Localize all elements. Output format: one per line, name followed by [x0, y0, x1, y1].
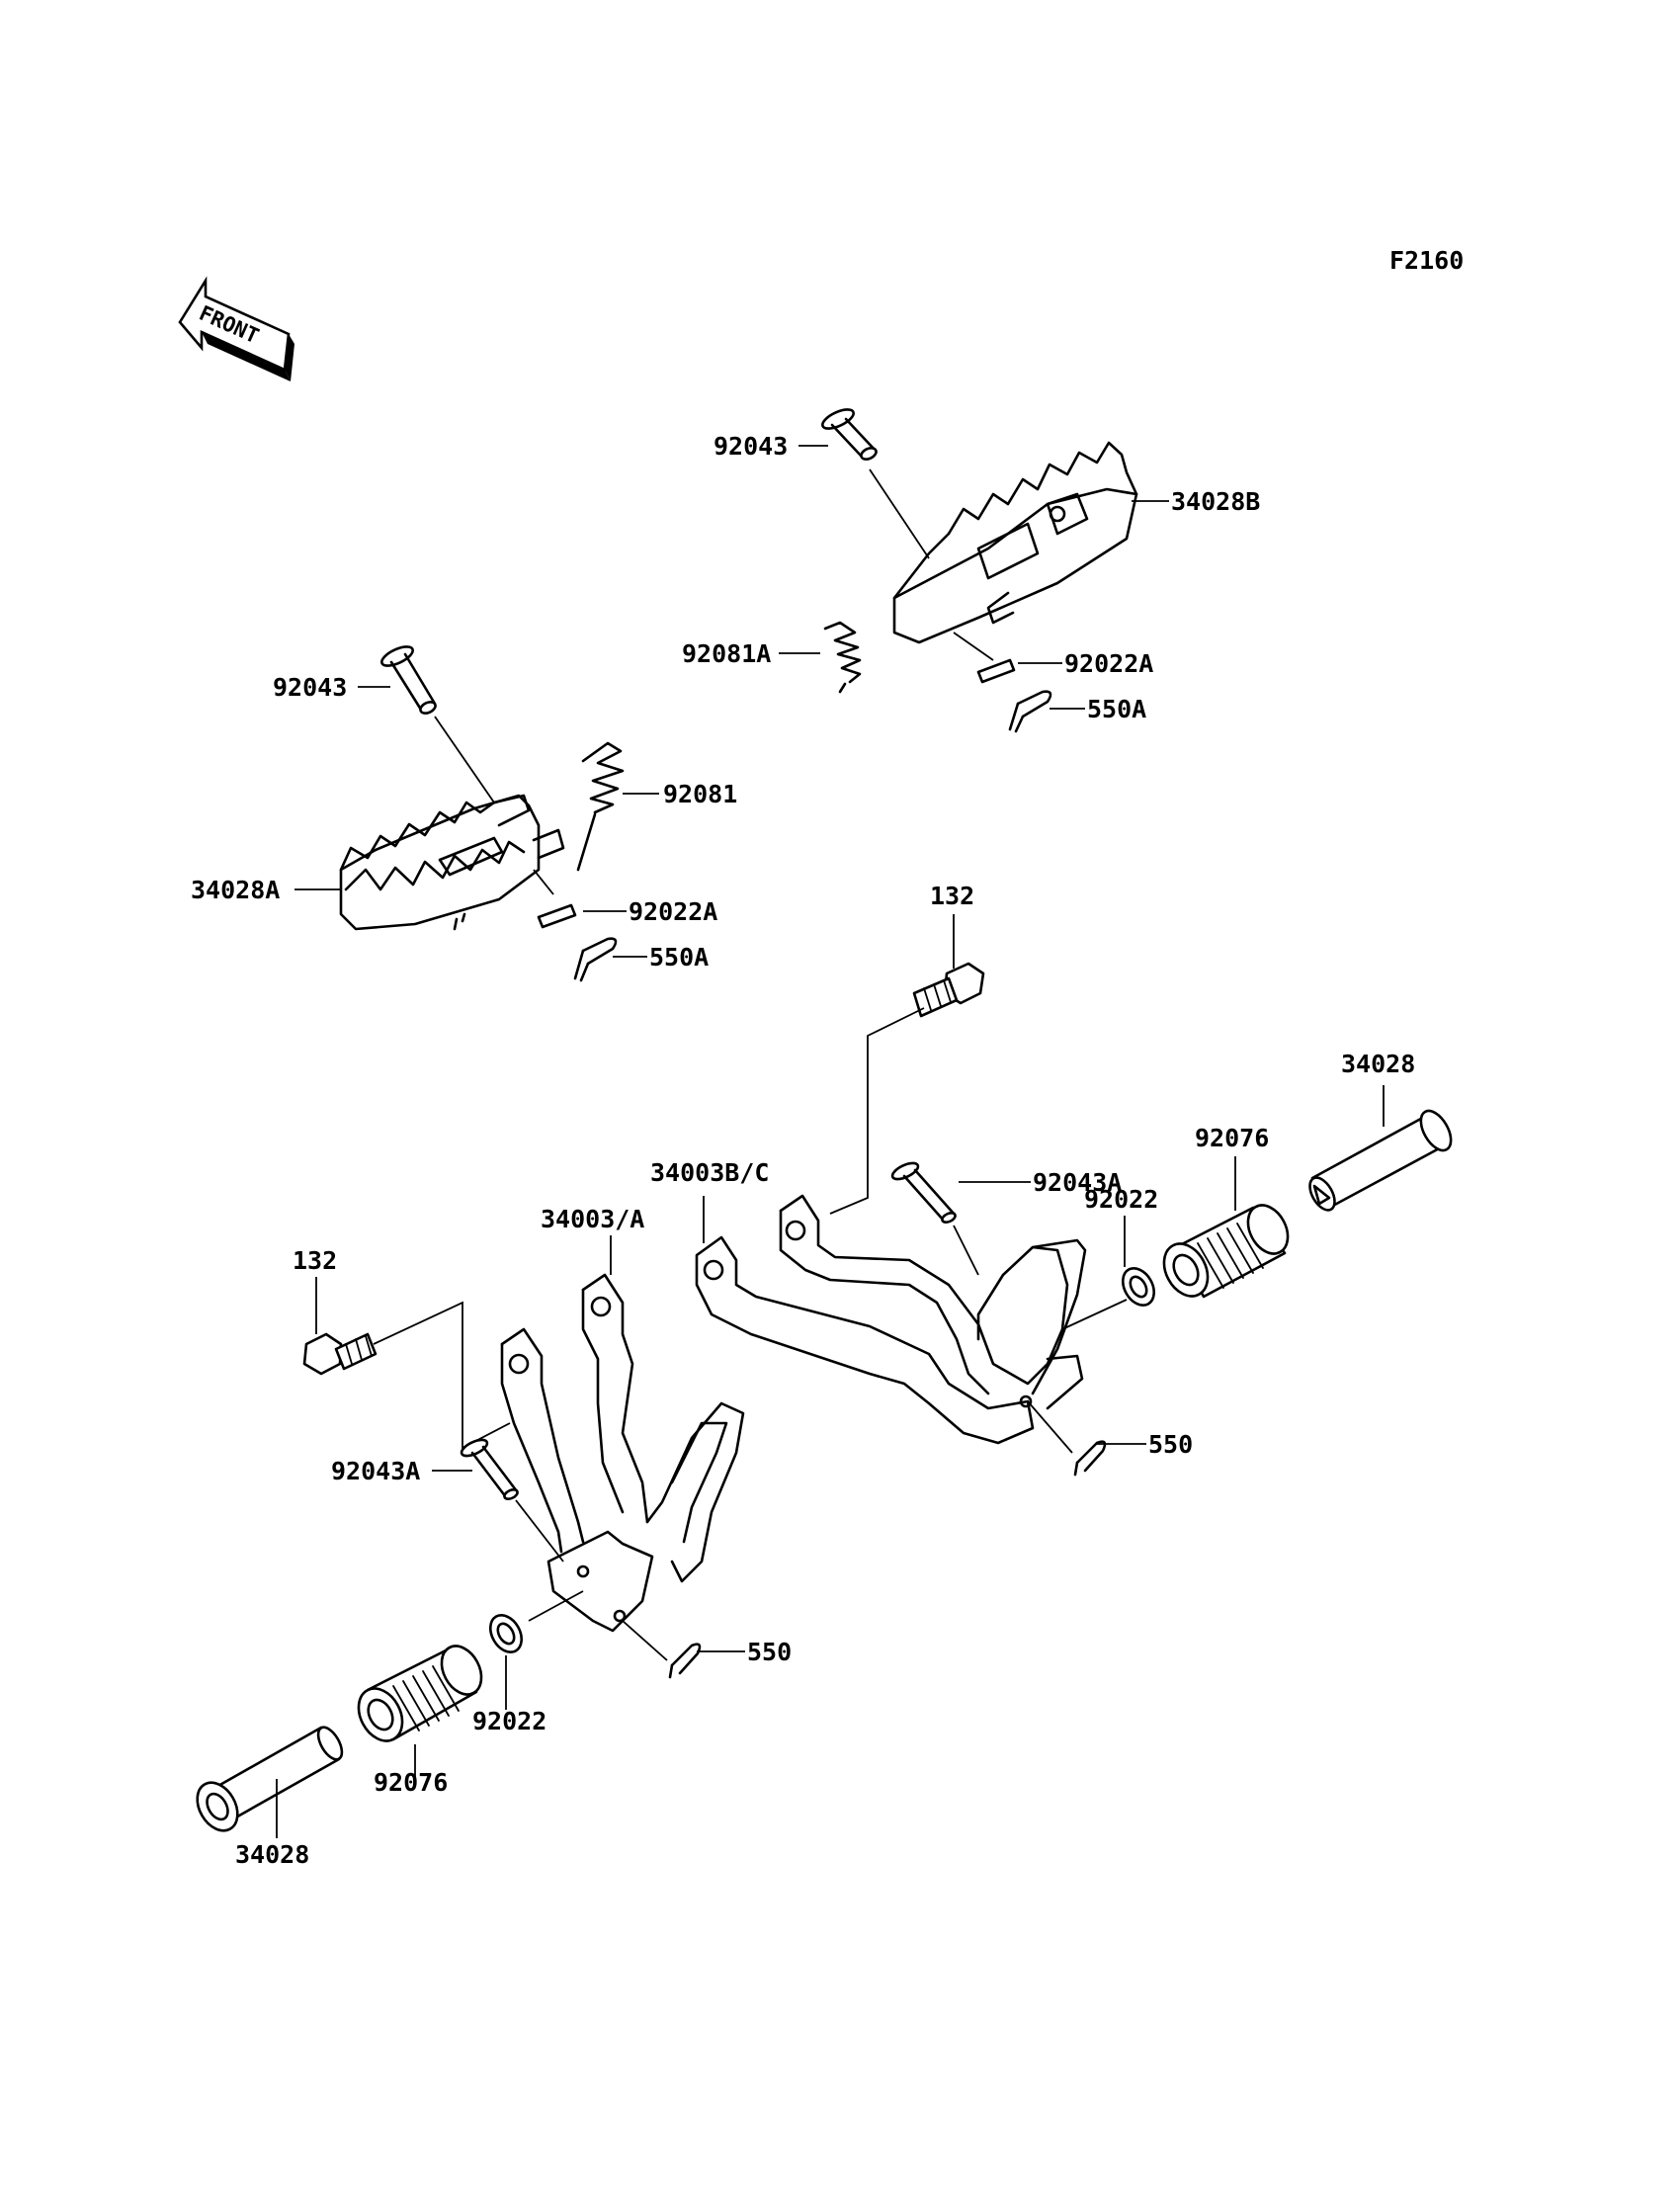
pin-92022A-left-icon: [537, 903, 577, 929]
callout-132-right: 132: [930, 882, 974, 910]
bracket-34003A: [500, 1273, 745, 1633]
bracket-34003BC: [695, 1194, 1087, 1445]
callout-550A-right: 550A: [1087, 695, 1146, 723]
callout-92043-left: 92043: [273, 673, 347, 702]
callout-92076-right: 92076: [1195, 1124, 1269, 1152]
bolt-132-left-icon: [302, 1332, 378, 1376]
washer-92022-left-icon: [488, 1614, 524, 1653]
callout-34028-left: 34028: [235, 1840, 309, 1869]
front-direction-arrow-icon: FRONT: [178, 276, 294, 381]
pin-92043-upper-icon: [821, 408, 878, 461]
callout-92022A-left: 92022A: [629, 897, 717, 926]
callout-92081A: 92081A: [682, 639, 771, 668]
cotter-550-left-icon: [668, 1643, 702, 1679]
callout-34028-right: 34028: [1341, 1050, 1415, 1078]
callout-92043A-left: 92043A: [331, 1457, 420, 1485]
callout-92022A-right: 92022A: [1064, 649, 1153, 678]
footpeg-34028B: [821, 408, 1138, 644]
spring-92081A-icon: [823, 621, 862, 694]
cotter-550-right-icon: [1073, 1440, 1107, 1477]
figure-code: F2160: [1389, 246, 1464, 275]
callout-34003A: 34003/A: [541, 1205, 644, 1233]
rubber-92076-right-icon: [1162, 1204, 1290, 1299]
callout-34003BC: 34003B/C: [650, 1158, 769, 1187]
callout-92022-right: 92022: [1084, 1185, 1158, 1214]
callout-92043A-right: 92043A: [1033, 1168, 1122, 1197]
callout-132-left: 132: [293, 1246, 337, 1275]
pin-92022A-right-icon: [976, 658, 1016, 684]
callout-34028B: 34028B: [1171, 487, 1260, 516]
pin-92043A-right-icon: [890, 1161, 957, 1224]
callout-92081: 92081: [663, 780, 737, 808]
pin-92043-left-icon: [380, 645, 437, 715]
pin-34028-right-icon: [1308, 1109, 1453, 1212]
callout-92076-left: 92076: [374, 1768, 448, 1797]
cotter-550A-left-icon: [573, 937, 618, 982]
pin-92043A-left-icon: [460, 1438, 519, 1500]
washer-92022-right-icon: [1121, 1267, 1156, 1307]
spring-92081-icon: [576, 741, 625, 872]
callout-550-left: 550: [747, 1638, 792, 1666]
callout-92043-upper-right: 92043: [714, 432, 788, 461]
cotter-550A-right-icon: [1008, 690, 1052, 733]
callout-92022-left: 92022: [472, 1707, 546, 1735]
bolt-132-right-icon: [912, 962, 985, 1018]
callout-550-right: 550: [1148, 1430, 1193, 1459]
footpeg-34028A: [339, 794, 565, 931]
callout-34028A: 34028A: [191, 876, 280, 904]
callout-550A-left: 550A: [649, 943, 709, 972]
pin-34028-left-icon: [196, 1726, 344, 1832]
rubber-92076-left-icon: [357, 1645, 483, 1742]
